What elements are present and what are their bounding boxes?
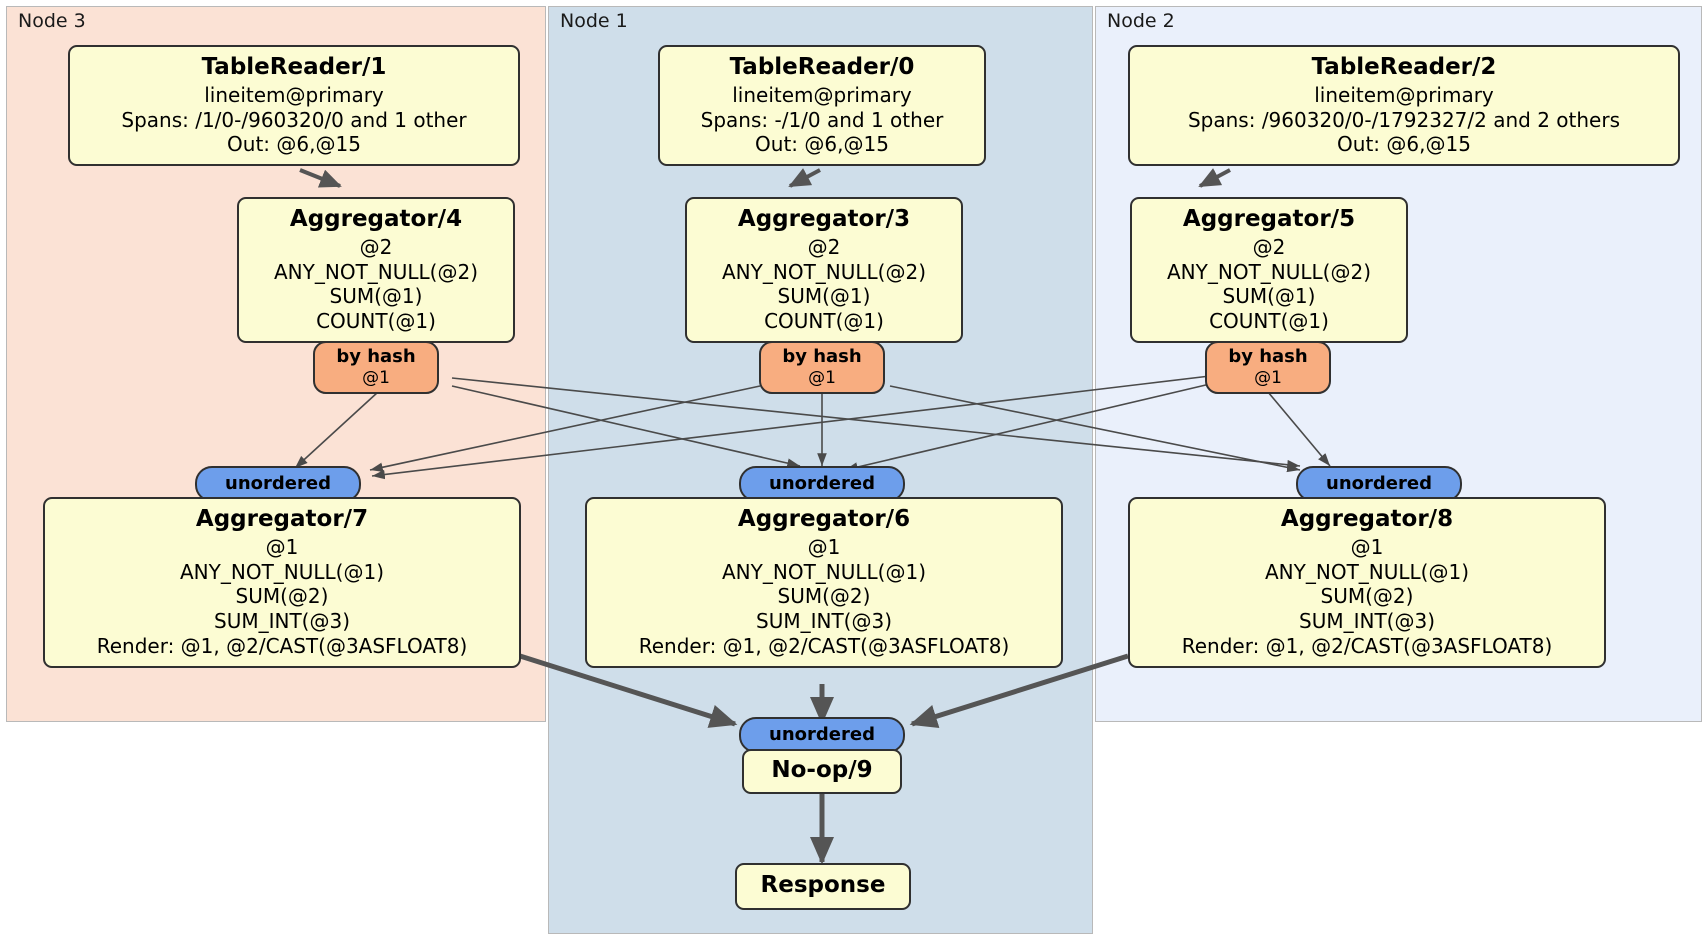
synchronizer-label: unordered	[1326, 473, 1432, 494]
processor-line: COUNT(@1)	[316, 309, 436, 334]
processor-line: SUM_INT(@3)	[1299, 609, 1435, 634]
processor-title: TableReader/1	[201, 54, 387, 80]
router-by-hash-aggregator-3[interactable]: by hash @1	[759, 341, 885, 394]
processor-line: SUM(@1)	[329, 284, 423, 309]
processor-aggregator-8[interactable]: Aggregator/8 @1 ANY_NOT_NULL(@1) SUM(@2)…	[1128, 497, 1606, 668]
processor-title: Aggregator/8	[1280, 506, 1454, 532]
processor-line: lineitem@primary	[1314, 82, 1494, 107]
processor-aggregator-4[interactable]: Aggregator/4 @2 ANY_NOT_NULL(@2) SUM(@1)…	[237, 197, 515, 344]
router-sub: @1	[362, 367, 390, 388]
processor-line: COUNT(@1)	[764, 309, 884, 334]
router-sub: @1	[1254, 367, 1282, 388]
router-label: by hash	[782, 346, 862, 367]
router-label: by hash	[1228, 346, 1308, 367]
processor-line: @2	[1252, 234, 1286, 259]
processor-tablereader-1[interactable]: TableReader/1 lineitem@primary Spans: /1…	[68, 45, 520, 167]
synchronizer-label: unordered	[225, 473, 331, 494]
processor-tablereader-0[interactable]: TableReader/0 lineitem@primary Spans: -/…	[658, 45, 986, 167]
processor-title: Aggregator/5	[1182, 206, 1356, 232]
processor-title: Aggregator/3	[737, 206, 911, 232]
synchronizer-label: unordered	[769, 473, 875, 494]
processor-line: ANY_NOT_NULL(@1)	[722, 559, 926, 584]
processor-line: lineitem@primary	[732, 82, 912, 107]
processor-title: No-op/9	[771, 757, 873, 783]
processor-aggregator-5[interactable]: Aggregator/5 @2 ANY_NOT_NULL(@2) SUM(@1)…	[1130, 197, 1408, 344]
processor-line: ANY_NOT_NULL(@1)	[180, 559, 384, 584]
processor-line: SUM_INT(@3)	[756, 609, 892, 634]
node-label-node-1: Node 1	[560, 10, 628, 32]
processor-line: SUM(@1)	[1222, 284, 1316, 309]
processor-line: Render: @1, @2/CAST(@3ASFLOAT8)	[96, 634, 468, 659]
processor-line: ANY_NOT_NULL(@2)	[1167, 259, 1371, 284]
processor-line: SUM(@1)	[777, 284, 871, 309]
processor-line: SUM(@2)	[1320, 584, 1414, 609]
node-label-node-2: Node 2	[1107, 10, 1175, 32]
processor-line: COUNT(@1)	[1209, 309, 1329, 334]
processor-line: @1	[807, 534, 841, 559]
processor-line: Render: @1, @2/CAST(@3ASFLOAT8)	[1181, 634, 1553, 659]
processor-line: Render: @1, @2/CAST(@3ASFLOAT8)	[638, 634, 1010, 659]
processor-aggregator-7[interactable]: Aggregator/7 @1 ANY_NOT_NULL(@1) SUM(@2)…	[43, 497, 521, 668]
processor-line: Spans: /1/0-/960320/0 and 1 other	[121, 107, 467, 132]
processor-line: SUM(@2)	[235, 584, 329, 609]
processor-line: @1	[265, 534, 299, 559]
processor-line: Out: @6,@15	[1337, 132, 1471, 157]
processor-response[interactable]: Response	[735, 863, 911, 910]
processor-line: SUM_INT(@3)	[214, 609, 350, 634]
synchronizer-unordered-aggregator-8[interactable]: unordered	[1296, 466, 1462, 502]
processor-line: Spans: -/1/0 and 1 other	[700, 107, 944, 132]
processor-title: TableReader/2	[1311, 54, 1497, 80]
processor-no-op-9[interactable]: No-op/9	[742, 749, 902, 794]
processor-line: ANY_NOT_NULL(@2)	[274, 259, 478, 284]
processor-tablereader-2[interactable]: TableReader/2 lineitem@primary Spans: /9…	[1128, 45, 1680, 167]
processor-line: lineitem@primary	[204, 82, 384, 107]
node-label-node-3: Node 3	[18, 10, 86, 32]
synchronizer-unordered-aggregator-6[interactable]: unordered	[739, 466, 905, 502]
processor-line: SUM(@2)	[777, 584, 871, 609]
processor-title: TableReader/0	[729, 54, 915, 80]
router-sub: @1	[808, 367, 836, 388]
processor-line: ANY_NOT_NULL(@1)	[1265, 559, 1469, 584]
processor-line: Out: @6,@15	[227, 132, 361, 157]
processor-line: ANY_NOT_NULL(@2)	[722, 259, 926, 284]
router-by-hash-aggregator-4[interactable]: by hash @1	[313, 341, 439, 394]
synchronizer-unordered-noop-9[interactable]: unordered	[739, 717, 905, 753]
processor-line: Out: @6,@15	[755, 132, 889, 157]
processor-title: Response	[760, 872, 886, 898]
processor-title: Aggregator/7	[195, 506, 369, 532]
processor-line: Spans: /960320/0-/1792327/2 and 2 others	[1187, 107, 1620, 132]
processor-aggregator-3[interactable]: Aggregator/3 @2 ANY_NOT_NULL(@2) SUM(@1)…	[685, 197, 963, 344]
processor-title: Aggregator/6	[737, 506, 911, 532]
processor-line: @1	[1350, 534, 1384, 559]
processor-line: @2	[807, 234, 841, 259]
synchronizer-label: unordered	[769, 724, 875, 745]
router-by-hash-aggregator-5[interactable]: by hash @1	[1205, 341, 1331, 394]
processor-title: Aggregator/4	[289, 206, 463, 232]
processor-line: @2	[359, 234, 393, 259]
processor-aggregator-6[interactable]: Aggregator/6 @1 ANY_NOT_NULL(@1) SUM(@2)…	[585, 497, 1063, 668]
router-label: by hash	[336, 346, 416, 367]
